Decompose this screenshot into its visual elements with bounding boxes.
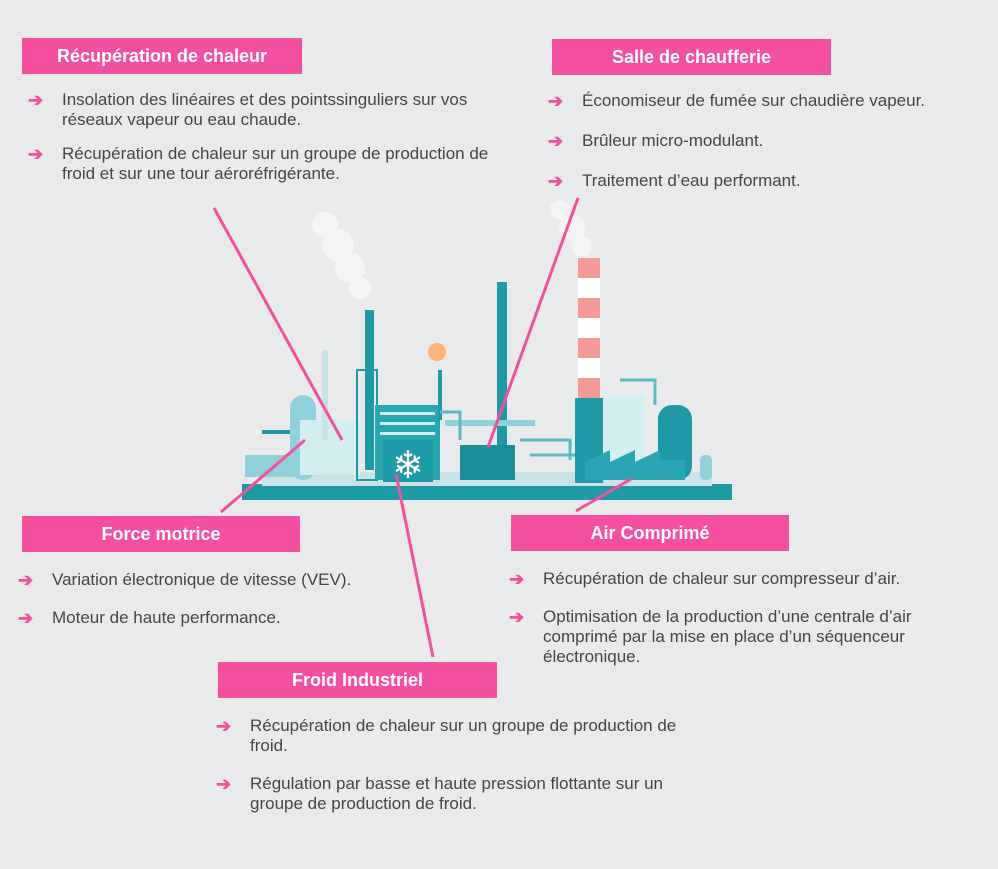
plant-base xyxy=(242,484,732,500)
list-item: ➔Économiseur de fumée sur chaudière vape… xyxy=(548,91,926,111)
arrow-right-icon: ➔ xyxy=(216,774,232,794)
section-froid-industriel: Froid Industriel ➔Récupération de chaleu… xyxy=(216,662,706,814)
list-item: ➔Variation électronique de vitesse (VEV)… xyxy=(18,570,352,590)
pipes xyxy=(440,378,657,460)
list-item: ➔Moteur de haute performance. xyxy=(18,608,281,628)
list-item: ➔Brûleur micro-modulant. xyxy=(548,131,764,151)
connector-lines xyxy=(212,197,632,658)
arrow-right-icon: ➔ xyxy=(18,570,34,590)
arrow-right-icon: ➔ xyxy=(28,90,44,110)
tall-chimney-left xyxy=(365,310,374,470)
arrow-right-icon: ➔ xyxy=(548,131,564,151)
flare-flame-icon xyxy=(428,343,446,361)
smoke-cloud-right xyxy=(550,200,592,256)
list-item: ➔Insolation des linéaires et des pointss… xyxy=(28,90,468,129)
list-item: ➔Récupération de chaleur sur un groupe d… xyxy=(216,716,677,755)
section-title: Récupération de chaleur xyxy=(22,38,302,74)
list-item: ➔Récupération de chaleur sur compresseur… xyxy=(509,569,901,589)
arrow-right-icon: ➔ xyxy=(548,91,564,111)
section-salle-chaufferie: Salle de chaufferie ➔Économiseur de fumé… xyxy=(548,39,988,191)
lattice-tower-center xyxy=(497,282,507,452)
smoke-cloud-left xyxy=(312,212,371,299)
striped-chimney xyxy=(575,258,603,483)
section-force-motrice: Force motrice ➔Variation électronique de… xyxy=(18,516,438,628)
arrow-right-icon: ➔ xyxy=(18,608,34,628)
arrow-right-icon: ➔ xyxy=(548,171,564,191)
arrow-right-icon: ➔ xyxy=(509,569,525,589)
arrow-right-icon: ➔ xyxy=(216,716,232,736)
list-item: ➔Régulation par basse et haute pression … xyxy=(216,774,663,813)
list-item: ➔Optimisation de la production d’une cen… xyxy=(509,607,912,666)
list-item: ➔Récupération de chaleur sur un groupe d… xyxy=(28,144,489,183)
section-title: Salle de chaufferie xyxy=(552,39,831,75)
section-air-comprime: Air Comprimé ➔Récupération de chaleur su… xyxy=(509,515,979,667)
section-title: Force motrice xyxy=(22,516,300,552)
section-title: Air Comprimé xyxy=(511,515,789,551)
arrow-right-icon: ➔ xyxy=(28,144,44,164)
arrow-right-icon: ➔ xyxy=(509,607,525,627)
section-title: Froid Industriel xyxy=(218,662,497,698)
section-recuperation-chaleur: Récupération de chaleur ➔Insolation des … xyxy=(22,38,518,184)
sawtooth-building xyxy=(585,450,660,480)
list-item: ➔Traitement d’eau performant. xyxy=(548,171,801,191)
